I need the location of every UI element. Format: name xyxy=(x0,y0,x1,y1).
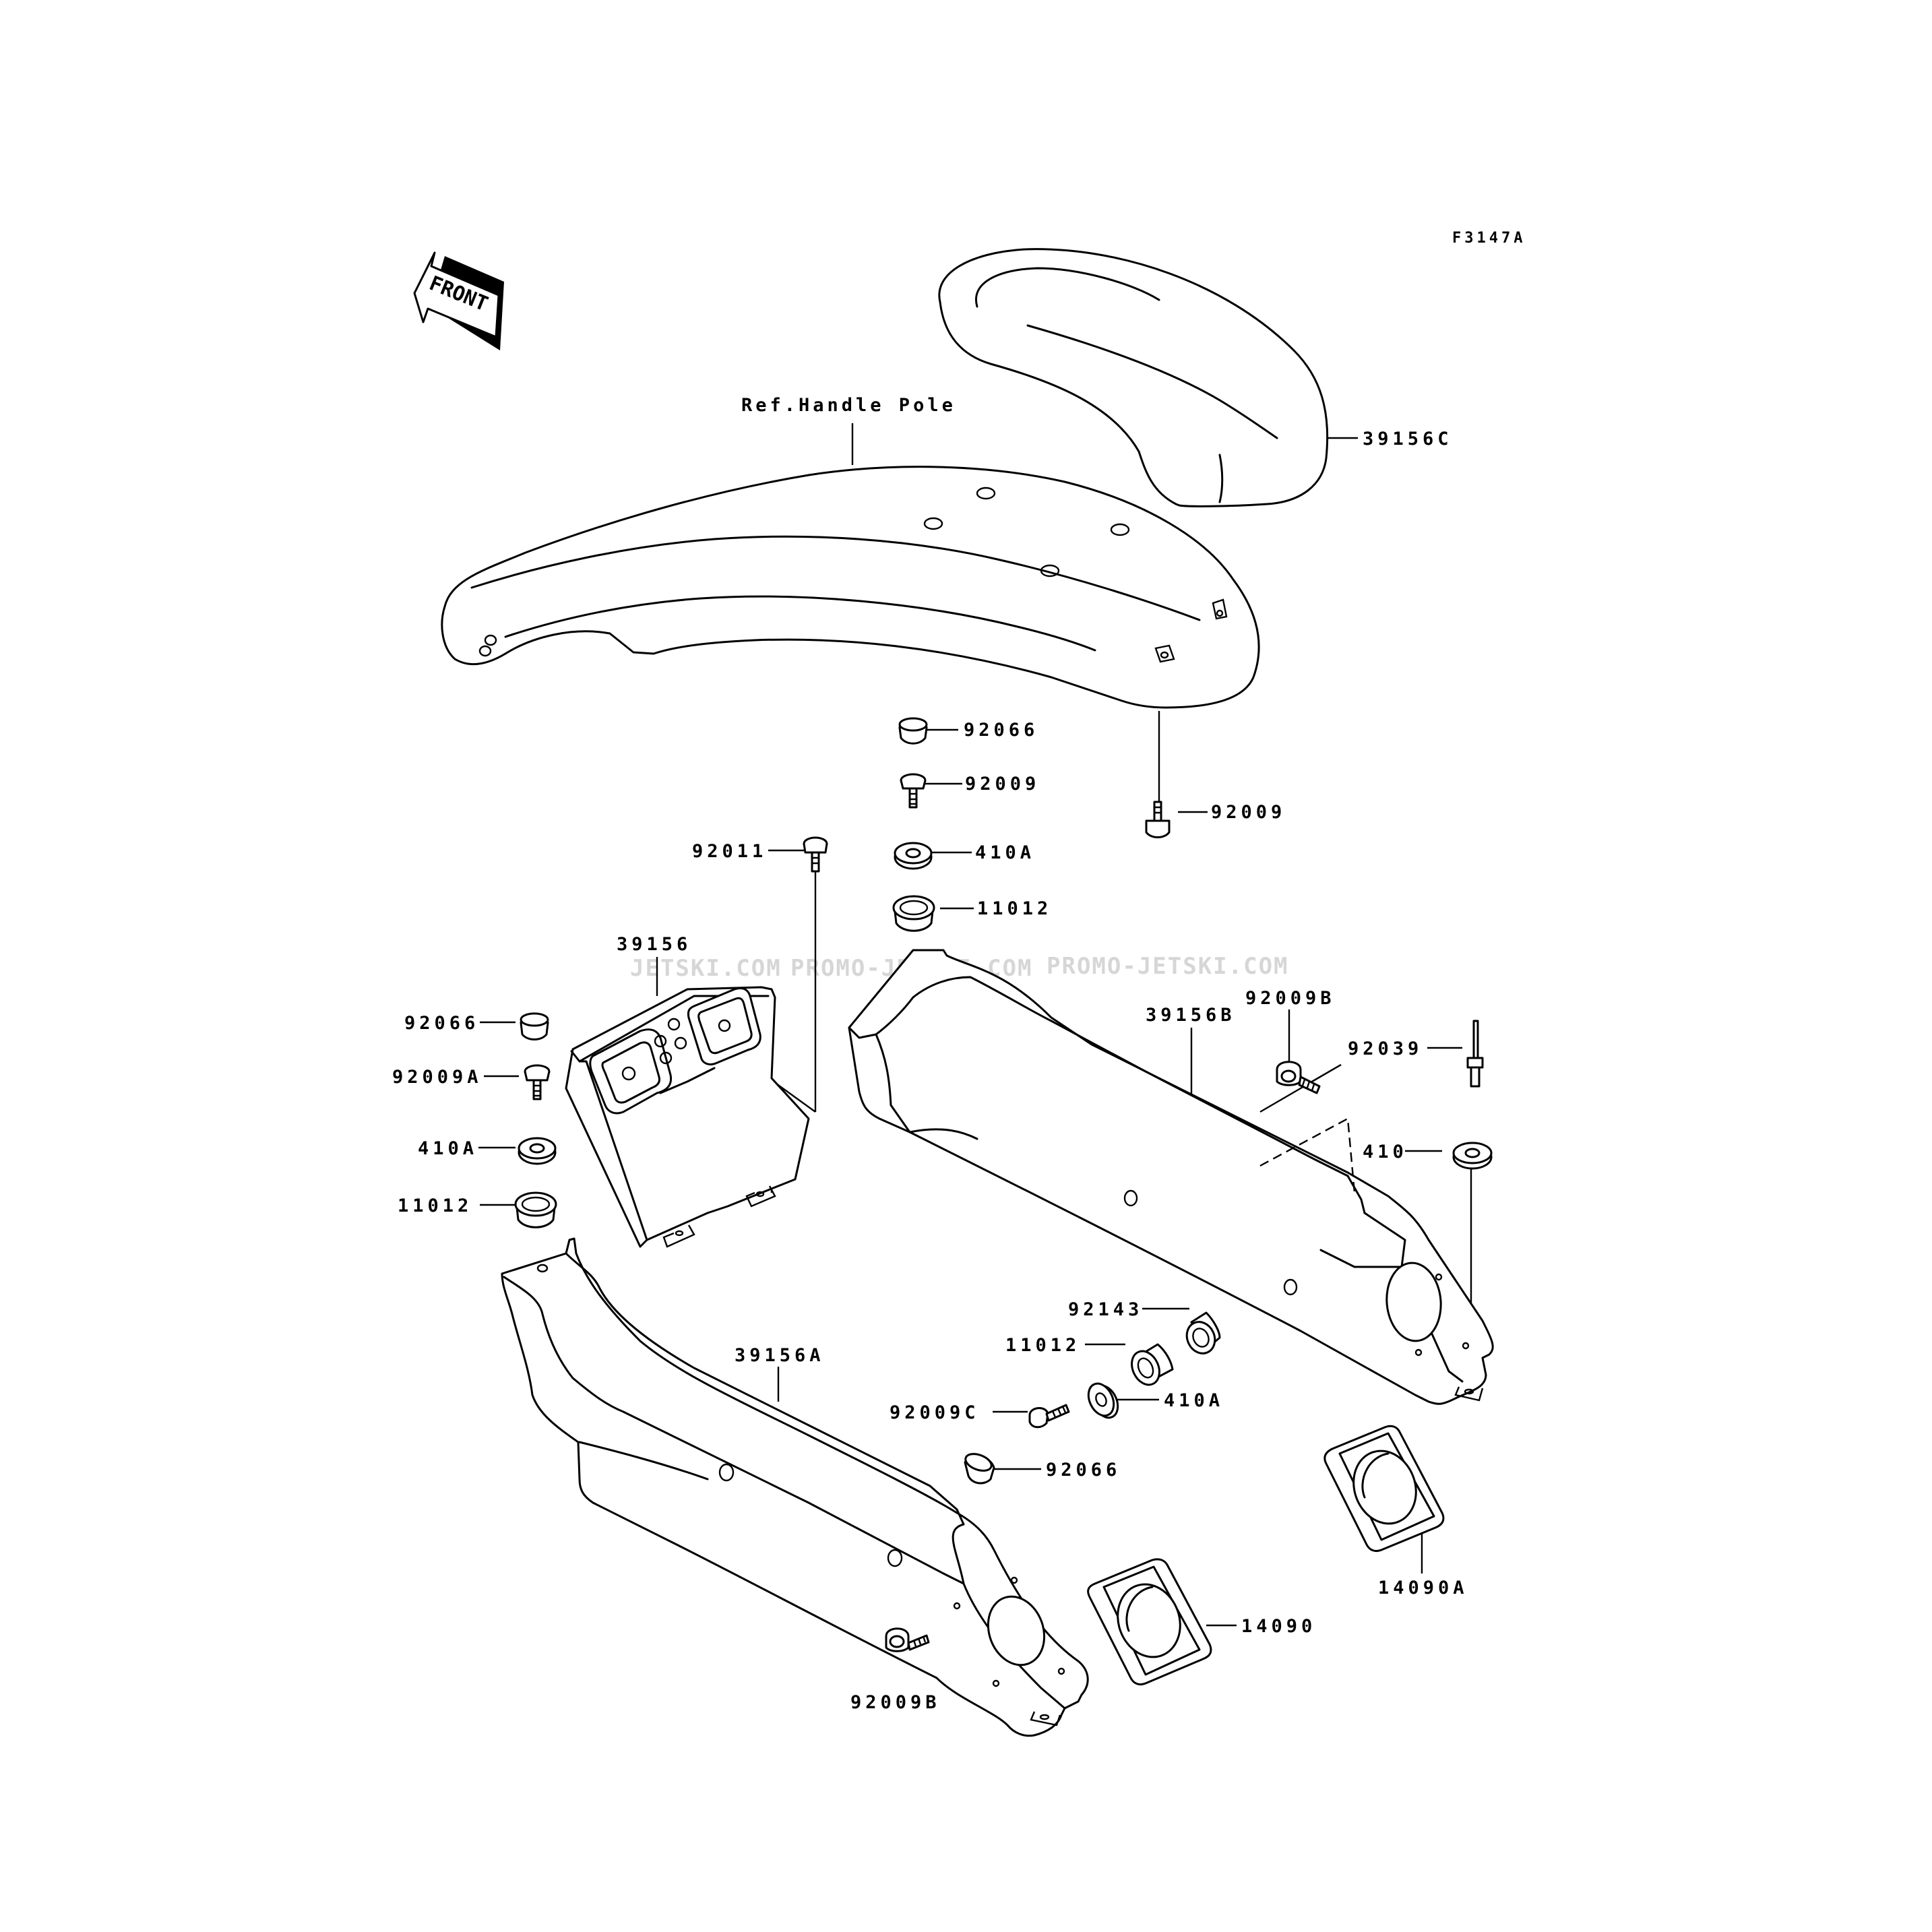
part-92066-cap-left xyxy=(520,1012,549,1040)
part-92009-bolt-top xyxy=(900,773,927,809)
label-92009-top: 92009 xyxy=(965,774,1040,794)
label-14090A: 14090A xyxy=(1378,1578,1468,1598)
part-410A-washer-top xyxy=(894,842,933,870)
part-92009C-bolt xyxy=(1028,1404,1070,1429)
part-92066-cap-bottom xyxy=(964,1453,995,1485)
label-39156C: 39156C xyxy=(1363,429,1453,449)
watermark-3: PROMO-JETSKI.COM xyxy=(1047,953,1289,980)
part-39156B-right-rail xyxy=(848,949,1494,1405)
front-arrow-icon: FRONT xyxy=(413,251,504,350)
part-92011-bolt xyxy=(803,836,828,873)
part-410A-washer-left xyxy=(518,1137,557,1165)
label-92011: 92011 xyxy=(692,841,767,862)
part-92009A-bolt xyxy=(524,1064,551,1100)
part-92009-bolt-right xyxy=(1145,801,1171,838)
label-39156B: 39156B xyxy=(1146,1005,1236,1026)
label-ref-handle-pole: Ref.Handle Pole xyxy=(741,395,956,416)
label-92039: 92039 xyxy=(1348,1038,1423,1059)
part-14090-pad xyxy=(1087,1558,1212,1686)
label-92009B-left: 92009B xyxy=(850,1692,941,1713)
label-92009A: 92009A xyxy=(392,1067,482,1088)
part-410-washer-right xyxy=(1452,1142,1493,1170)
label-92009-right: 92009 xyxy=(1211,802,1286,823)
part-410A-washer-mid xyxy=(1087,1382,1119,1419)
figure-code: F3147A xyxy=(1452,230,1526,247)
label-92009B-right: 92009B xyxy=(1245,988,1336,1009)
label-410A-mid: 410A xyxy=(1164,1390,1224,1411)
part-92009B-bolt-right xyxy=(1276,1061,1321,1094)
part-11012-grommet-top xyxy=(892,895,935,932)
part-92009B-bolt-left xyxy=(885,1627,930,1652)
watermark-1: JETSKI.COM xyxy=(630,955,782,982)
label-410A-left: 410A xyxy=(418,1138,478,1159)
part-14090A-pad xyxy=(1323,1425,1445,1553)
part-39156-center-panel xyxy=(565,986,810,1248)
label-410: 410 xyxy=(1363,1142,1408,1162)
part-39156C-seat-pad xyxy=(938,248,1329,507)
label-14090: 14090 xyxy=(1241,1616,1316,1637)
label-11012-left: 11012 xyxy=(398,1195,472,1216)
part-11012-grommet-left xyxy=(514,1191,557,1228)
label-410A-top: 410A xyxy=(975,842,1035,863)
label-92066-left: 92066 xyxy=(404,1013,479,1034)
label-92143: 92143 xyxy=(1068,1299,1143,1320)
part-39156A-left-rail xyxy=(501,1237,1089,1737)
part-92066-cap-top xyxy=(898,717,928,745)
label-39156A: 39156A xyxy=(735,1345,825,1366)
part-92039-rivet xyxy=(1466,1020,1484,1088)
label-39156: 39156 xyxy=(617,934,691,955)
label-11012-mid: 11012 xyxy=(1005,1335,1080,1356)
part-92143-collar xyxy=(1185,1311,1221,1354)
label-11012-top: 11012 xyxy=(977,898,1052,919)
label-92009C: 92009C xyxy=(890,1402,980,1423)
label-92066-top: 92066 xyxy=(964,720,1038,741)
label-92066-bottom: 92066 xyxy=(1046,1460,1121,1481)
handle-pole-cover xyxy=(441,466,1260,709)
part-11012-grommet-mid xyxy=(1131,1343,1174,1386)
